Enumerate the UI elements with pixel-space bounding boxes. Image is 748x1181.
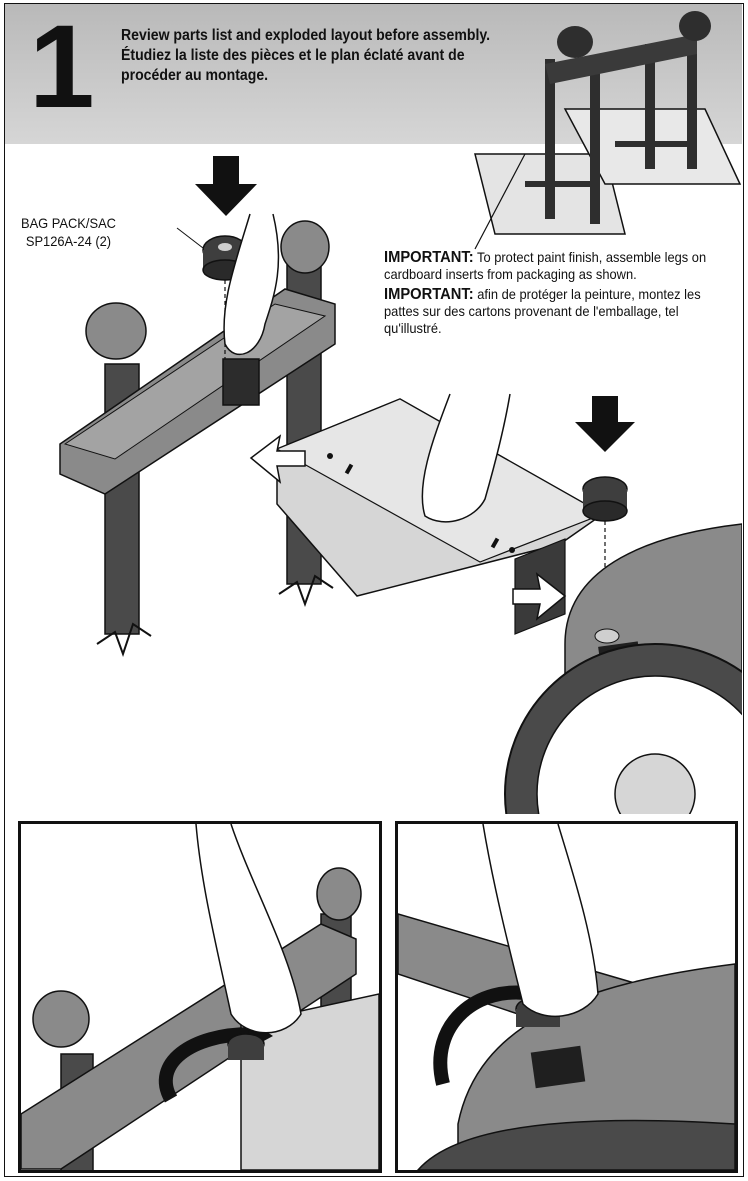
important-label-en: IMPORTANT: [384,249,474,266]
important-note: IMPORTANT: To protect paint finish, asse… [384,249,715,337]
instruction-page: 1 Review parts list and exploded layout … [4,3,744,1177]
important-text-en: To protect paint finish, assemble legs o… [384,249,707,282]
step-header: 1 Review parts list and exploded layout … [5,4,742,144]
callout-line-1: BAG PACK/SAC [21,215,116,231]
down-arrow-icon [195,156,257,216]
tighten-handle-knob-illustration [21,824,379,1170]
step-number: 1 [29,3,95,133]
important-note-en: IMPORTANT: To protect paint finish, asse… [384,249,715,283]
instruction-line-1: Review parts list and exploded layout be… [121,27,491,44]
down-arrow-icon [575,396,635,452]
inset-tighten-handle-knob [18,821,382,1173]
bag-pack-callout: BAG PACK/SAC SP126A-24 (2) [21,214,116,250]
callout-line-2: SP126A-24 (2) [25,233,112,249]
tighten-deck-knob-illustration [398,824,735,1170]
cardboard-inserts-figure [474,11,742,250]
important-label-fr: IMPORTANT: [384,286,474,303]
main-assembly-illustration [59,11,742,814]
instruction-line-3: procéder au montage. [121,67,269,84]
step-instruction: Review parts list and exploded layout be… [121,26,526,86]
inset-tighten-deck-knob [395,821,738,1173]
instruction-line-2: Étudiez la liste des pièces et le plan é… [121,47,465,64]
important-text-fr: afin de protéger la peinture, montez les… [384,286,701,336]
important-note-fr: IMPORTANT: afin de protéger la peinture,… [384,286,715,337]
